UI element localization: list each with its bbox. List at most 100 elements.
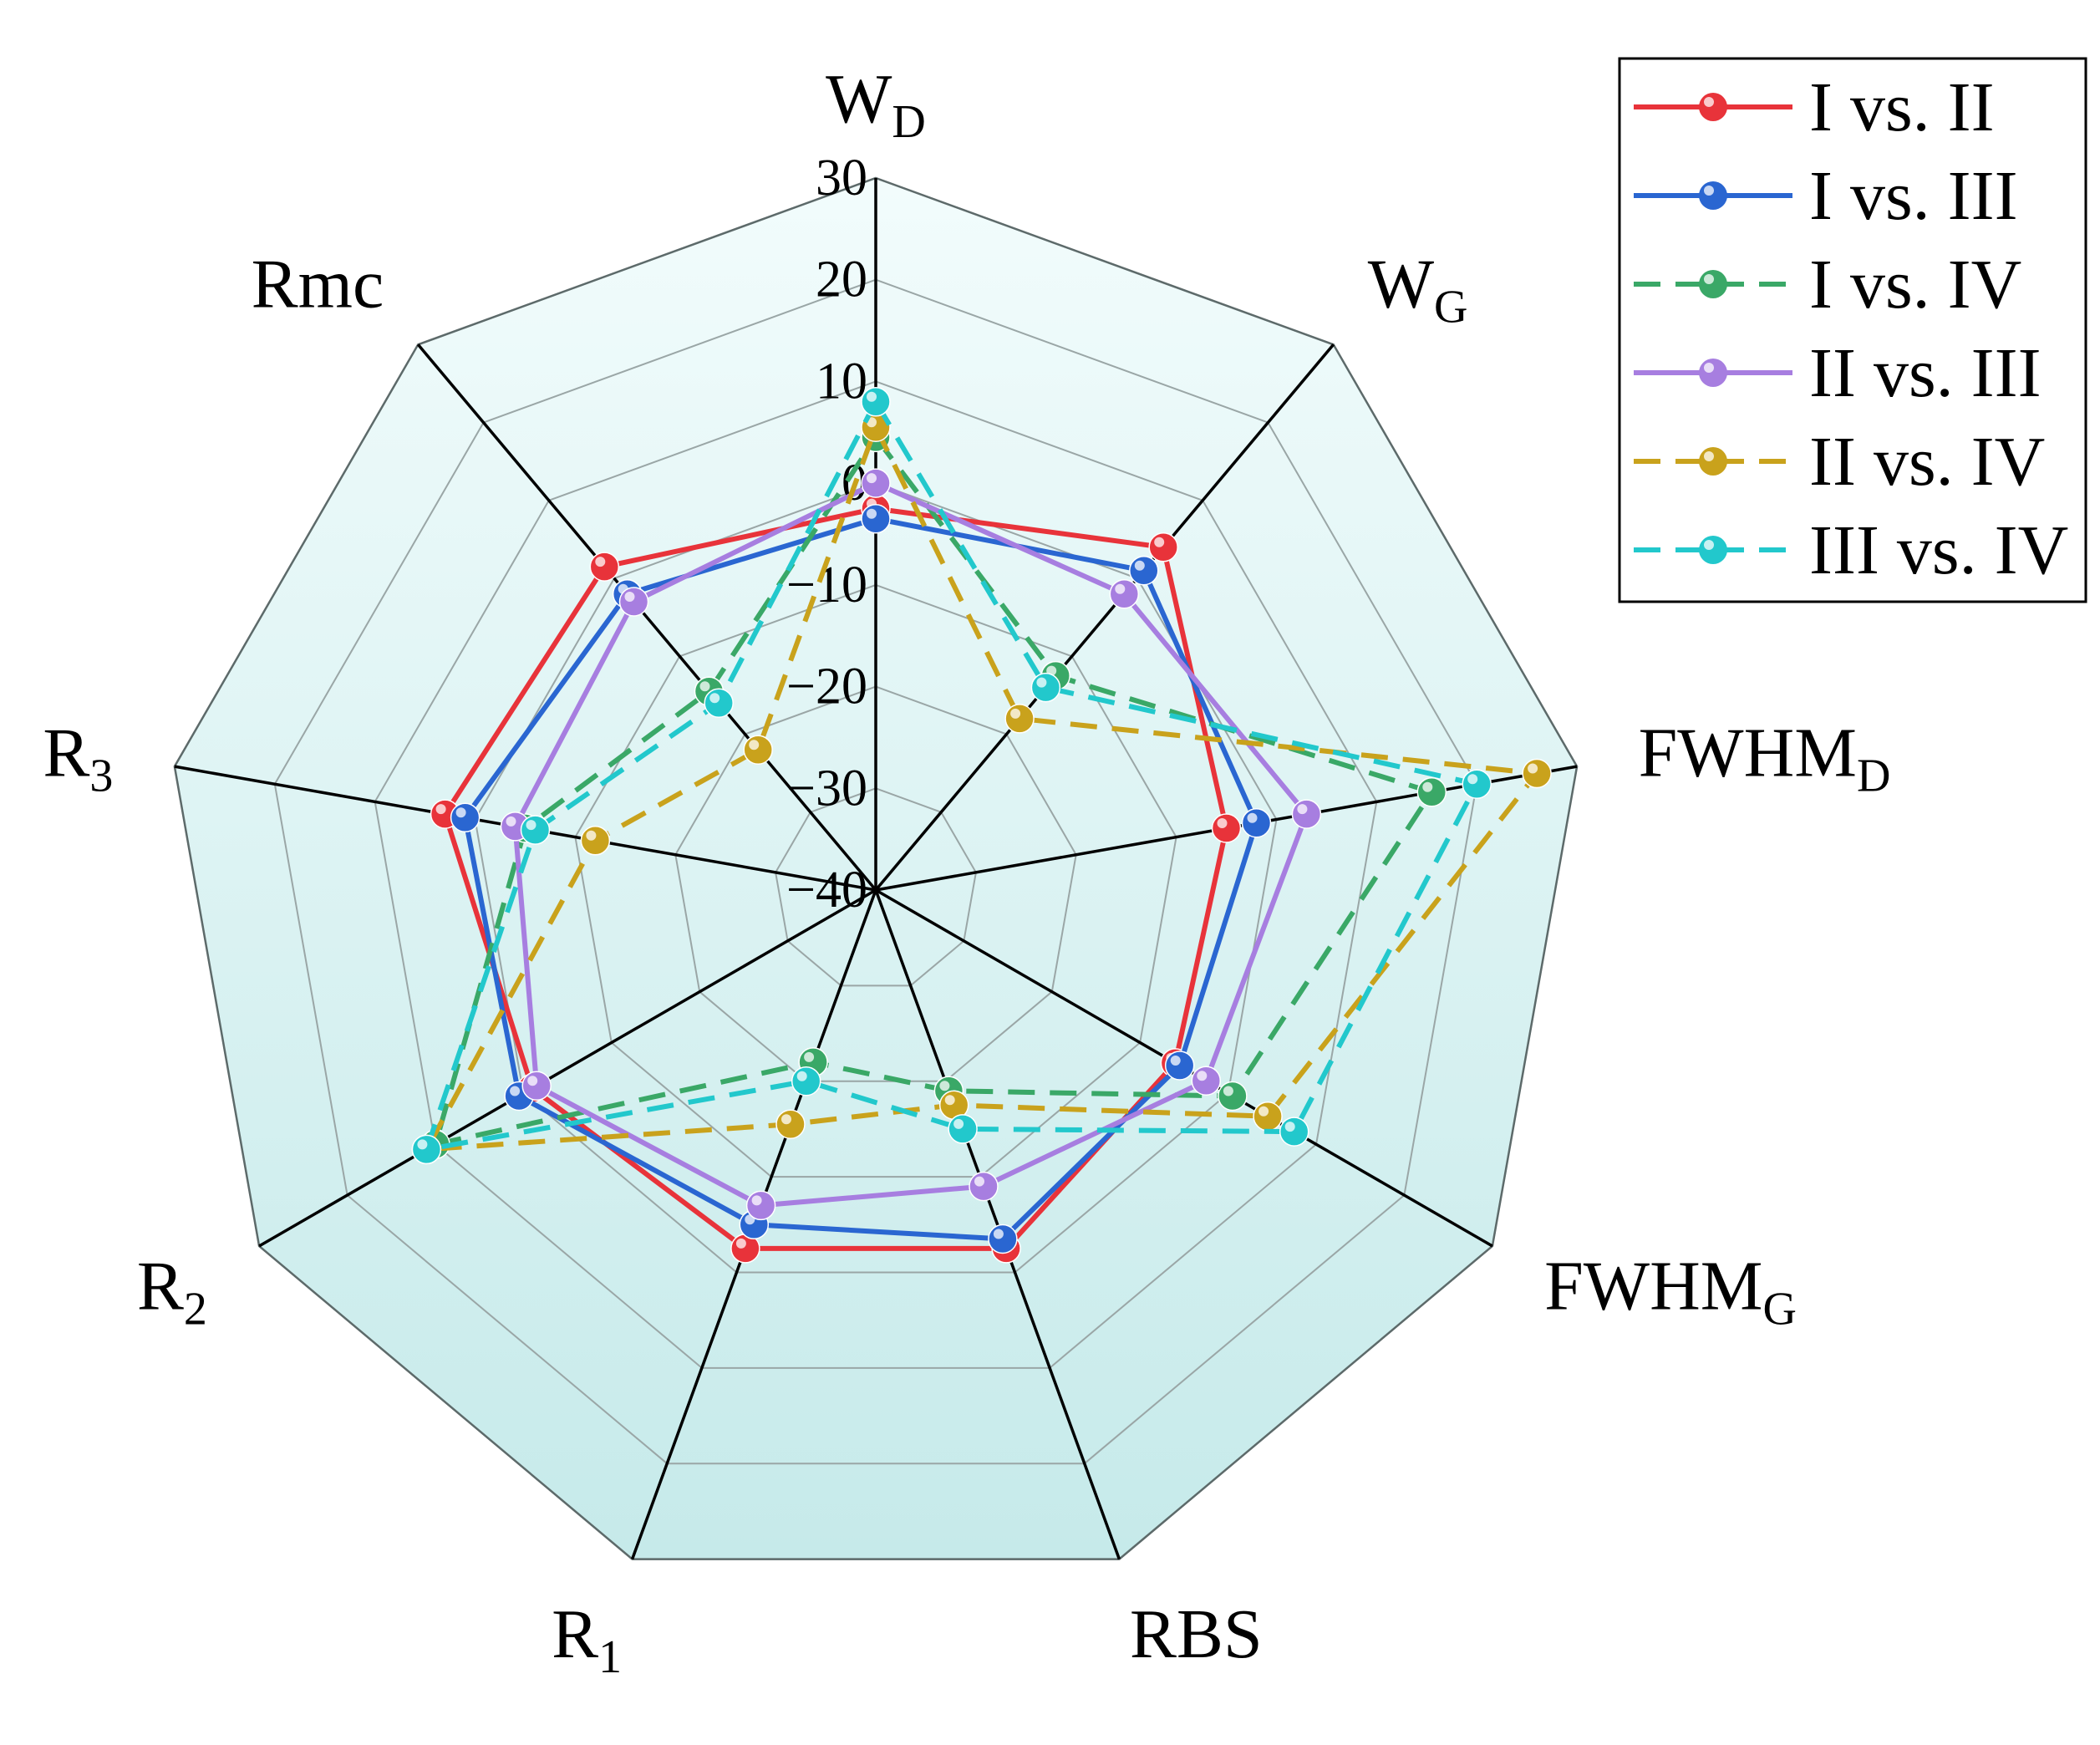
legend-label: II vs. IV xyxy=(1809,423,2045,501)
series xyxy=(450,503,1272,1254)
series-point xyxy=(969,1171,999,1202)
series-line xyxy=(424,399,1480,1152)
series-point xyxy=(1148,532,1178,562)
series-point-highlight xyxy=(735,1238,746,1249)
axis-label: R2 xyxy=(137,1248,207,1335)
series-point xyxy=(1241,807,1272,838)
legend-label: III vs. IV xyxy=(1809,511,2068,589)
series-point-highlight xyxy=(709,693,720,704)
axis-label-main: W xyxy=(1368,246,1435,323)
radar-grid xyxy=(173,176,1579,1560)
series-point-highlight xyxy=(1247,812,1258,823)
series-point-highlight xyxy=(1528,763,1538,774)
legend-entry: II vs. III xyxy=(1634,334,2042,412)
legend-marker-highlight xyxy=(1704,363,1714,373)
series-point-highlight xyxy=(506,816,516,827)
grid-ring xyxy=(775,787,977,987)
data-series xyxy=(411,387,1552,1264)
series-point-highlight xyxy=(1036,677,1047,688)
series-point-highlight xyxy=(867,473,877,484)
series-point-highlight xyxy=(455,807,466,818)
series-point-highlight xyxy=(796,1071,807,1081)
series-point-highlight xyxy=(510,1086,521,1096)
series-line xyxy=(433,435,1435,1147)
series-point-highlight xyxy=(1217,818,1228,828)
series-point-highlight xyxy=(781,1114,791,1125)
axis-label-main: FWHM xyxy=(1639,715,1857,792)
series-point-highlight xyxy=(435,804,446,815)
series-point xyxy=(1253,1101,1283,1132)
series-point xyxy=(1004,704,1035,734)
series-point-highlight xyxy=(749,740,760,750)
series-point-highlight xyxy=(1258,1106,1269,1117)
legend-marker xyxy=(1699,93,1727,121)
grid-ring-outer xyxy=(173,176,1579,1560)
series-point-highlight xyxy=(804,1051,815,1062)
axis-spoke xyxy=(874,889,1121,1560)
series-point xyxy=(1129,555,1159,586)
series-point-highlight xyxy=(1297,804,1308,815)
legend-box xyxy=(1618,57,2087,603)
series-point-highlight xyxy=(944,1095,955,1106)
series-point xyxy=(861,468,891,498)
legend-entry: II vs. IV xyxy=(1634,423,2045,501)
axis-label-subscript: D xyxy=(892,96,925,148)
axis-label-main: R xyxy=(137,1248,184,1325)
series-point-highlight xyxy=(586,830,597,841)
series-point xyxy=(988,1224,1018,1254)
series-point xyxy=(1164,1051,1195,1081)
series-point xyxy=(704,688,734,718)
legend-label: I vs. III xyxy=(1809,157,2018,235)
series-point-highlight xyxy=(953,1118,964,1129)
series-point-highlight xyxy=(1197,1071,1208,1081)
axis-label-subscript: 3 xyxy=(89,750,113,802)
tick-label: −20 xyxy=(786,659,867,715)
series-line xyxy=(424,425,1540,1152)
legend-entry: I vs. III xyxy=(1634,157,2018,235)
legend-label: I vs. II xyxy=(1809,69,1995,146)
legend-label: II vs. III xyxy=(1809,334,2042,412)
axis-label-main: RBS xyxy=(1130,1595,1263,1673)
tick-label: 20 xyxy=(816,252,867,308)
series-point xyxy=(743,735,773,765)
series-point-highlight xyxy=(1223,1086,1233,1096)
series-point-highlight xyxy=(867,508,877,519)
legend-marker xyxy=(1699,359,1727,387)
series-point xyxy=(1030,672,1061,703)
series-point-highlight xyxy=(1010,708,1021,719)
legend-marker xyxy=(1699,270,1727,298)
series-point-highlight xyxy=(699,681,710,692)
series-point-highlight xyxy=(974,1176,984,1187)
series-point xyxy=(791,1066,821,1096)
axis-label-main: Rmc xyxy=(252,246,384,323)
legend-entry: I vs. IV xyxy=(1634,246,2021,323)
series-point xyxy=(411,1134,442,1165)
series-point xyxy=(861,503,891,534)
series-point-highlight xyxy=(1170,1056,1181,1066)
series-point-highlight xyxy=(1134,560,1145,571)
legend-entry: I vs. II xyxy=(1634,69,1995,146)
series-point xyxy=(861,387,891,417)
series-point-highlight xyxy=(1115,583,1126,594)
tick-label: −40 xyxy=(786,862,867,918)
axis-label-main: R xyxy=(43,715,89,792)
series-point xyxy=(589,552,620,582)
axis-label: WD xyxy=(826,60,926,148)
series-point xyxy=(1279,1117,1309,1147)
series-line xyxy=(512,481,1309,1208)
legend-entry: III vs. IV xyxy=(1634,511,2068,589)
grid-ring xyxy=(674,685,1077,1082)
axis-label: FWHMD xyxy=(1639,715,1891,802)
series-point xyxy=(1211,813,1242,843)
grid-ring xyxy=(374,380,1378,1369)
series xyxy=(411,387,1492,1165)
series-point xyxy=(618,587,649,617)
series-point-highlight xyxy=(1154,537,1165,547)
legend-marker-highlight xyxy=(1704,274,1714,284)
series-point xyxy=(1109,578,1140,609)
axis-label-main: R xyxy=(552,1595,598,1673)
axis-label: Rmc xyxy=(252,246,384,323)
